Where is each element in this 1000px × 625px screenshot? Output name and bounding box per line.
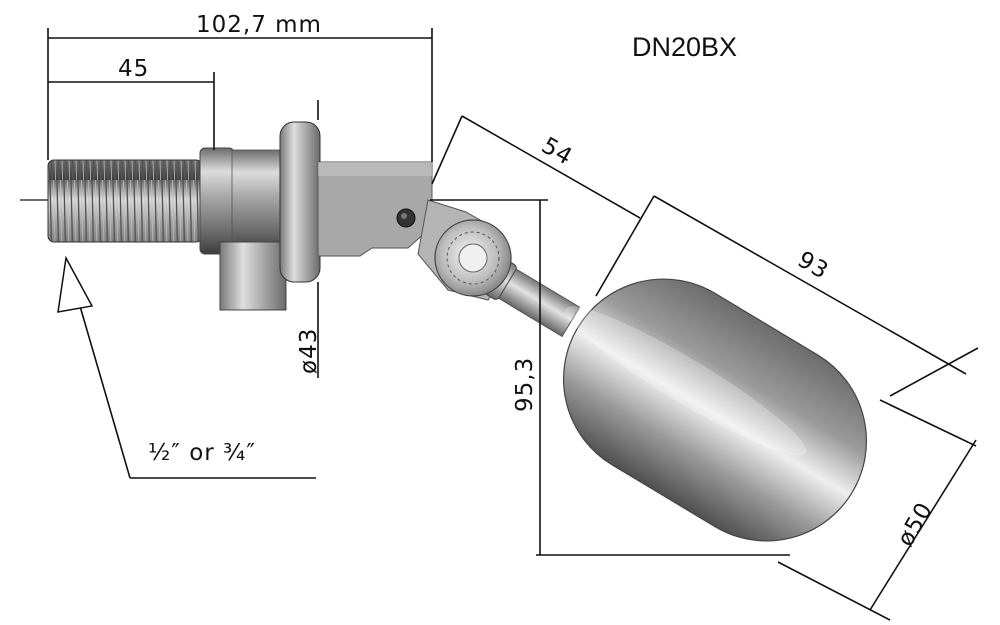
outlet-spout (219, 241, 287, 311)
thread-leader-arrow (57, 255, 94, 313)
fitting-diameter-label: ø43 (296, 328, 322, 374)
float-ball (562, 278, 868, 542)
float-valve-body (20, 121, 868, 542)
flange (279, 121, 321, 283)
model-label: DN20BX (632, 32, 737, 62)
float-diameter-label: ø50 (893, 498, 939, 551)
threaded-inlet (47, 159, 203, 243)
thread-length-label: 45 (118, 56, 149, 82)
overall-length-label: 102,7 mm (196, 12, 322, 38)
arm-length-label: 54 (537, 133, 577, 171)
thread-size-label: ½″ or ¾″ (148, 440, 256, 466)
drop-height-label: 95,3 (512, 357, 538, 412)
dimension-lines (47, 28, 979, 621)
collar (199, 147, 235, 255)
